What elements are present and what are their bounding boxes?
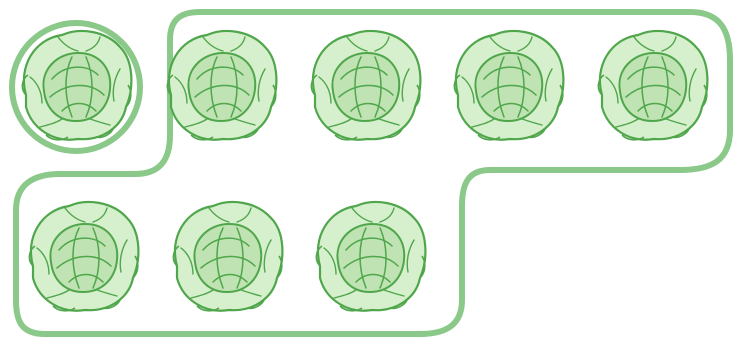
cabbage-icon [316,202,425,311]
cabbage-icon [29,202,138,311]
cabbage-icon [311,31,420,140]
cabbage-icon [22,31,131,140]
cabbage-icon [454,31,563,140]
cabbage-icon [598,31,707,140]
cabbage-icon [167,31,276,140]
cabbage-icon [173,202,282,311]
